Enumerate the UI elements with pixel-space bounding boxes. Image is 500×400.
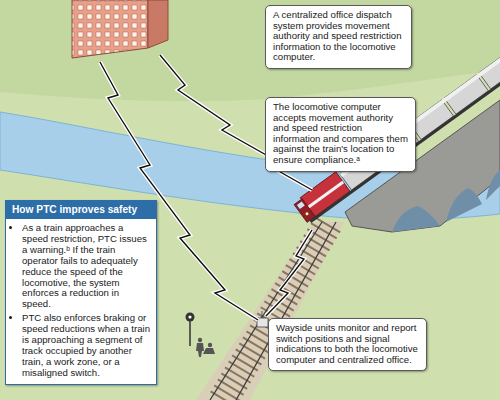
track-ballast bbox=[196, 222, 344, 400]
headlight bbox=[305, 212, 309, 216]
worker-head bbox=[208, 343, 212, 347]
railroad-ties bbox=[223, 222, 329, 400]
callout-box: The locomotive computer accepts movement… bbox=[265, 97, 416, 172]
bullet-text: As a train approaches a speed restrictio… bbox=[22, 223, 150, 310]
callout-text: A centralized office dispatch system pro… bbox=[273, 10, 404, 63]
worker-body bbox=[196, 343, 204, 357]
bullet-list: As a train approaches a speed restrictio… bbox=[6, 223, 150, 379]
signal-bolt-halo bbox=[266, 230, 312, 316]
signal-light bbox=[188, 315, 191, 318]
bridge-arch bbox=[486, 170, 500, 200]
bullet-text: PTC also enforces braking or speed reduc… bbox=[22, 313, 150, 378]
callout-text: The locomotive computer accepts movement… bbox=[273, 102, 408, 166]
worker-head bbox=[198, 338, 202, 342]
rail bbox=[236, 222, 336, 400]
callout-text: Wayside units monitor and report switch … bbox=[276, 323, 419, 365]
worker-body bbox=[203, 348, 215, 354]
wayside-unit bbox=[257, 318, 268, 327]
callout-box: Wayside units monitor and report switch … bbox=[268, 318, 427, 371]
signal-bolt bbox=[266, 230, 312, 316]
signal-post bbox=[189, 320, 191, 346]
cab-window bbox=[297, 201, 305, 209]
callout-box: A centralized office dispatch system pro… bbox=[265, 5, 412, 69]
office-building-side bbox=[148, 0, 168, 48]
wayside-antenna bbox=[262, 311, 263, 318]
info-panel: How PTC improves safety As a train approa… bbox=[5, 200, 157, 385]
bridge-arch bbox=[392, 206, 440, 232]
signal-head bbox=[186, 313, 195, 322]
panel-heading: How PTC improves safety bbox=[6, 201, 156, 219]
far-field bbox=[0, 0, 500, 101]
office-building-front bbox=[72, 0, 148, 58]
locomotive-stripe bbox=[307, 181, 344, 209]
bridge-arch bbox=[446, 188, 482, 222]
rail bbox=[210, 222, 322, 400]
